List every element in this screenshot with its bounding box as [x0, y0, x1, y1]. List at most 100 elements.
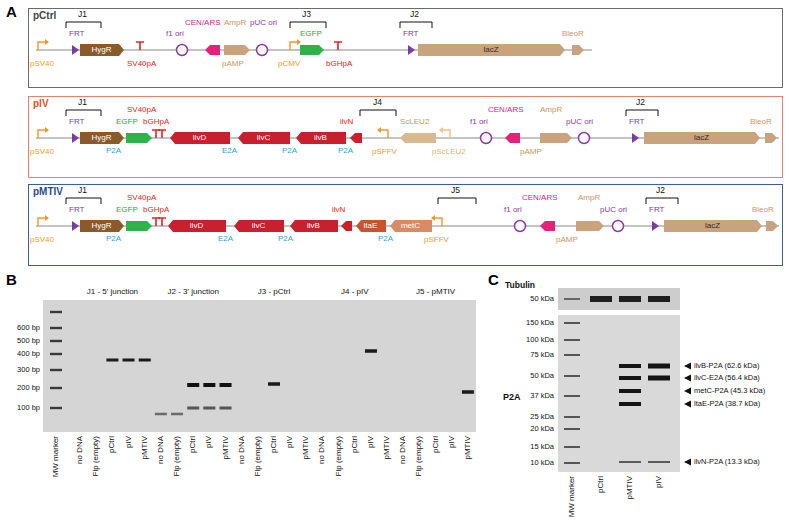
annotation-label: CEN/ARS — [522, 193, 558, 202]
band-pointer — [684, 363, 691, 370]
annotation-label: J4 - pIV — [341, 287, 369, 296]
lane-label: pCtrl — [107, 436, 117, 453]
p2a-blot — [558, 315, 680, 472]
bleor-arrow — [766, 221, 778, 231]
annotation-label: 20 kDa — [530, 425, 554, 434]
annotation-label: BleoR — [562, 29, 584, 38]
junction-bracket — [438, 198, 476, 204]
lane-label: Flp (empty) — [91, 436, 101, 476]
gene-arrow: HygR — [80, 220, 124, 232]
terminator-symbol — [152, 130, 160, 138]
gene-name: HygR — [91, 46, 111, 54]
annotation-label: 100 kDa — [526, 336, 554, 345]
lane-label: Flp (empty) — [414, 436, 424, 476]
gene-name: ilvD — [193, 134, 206, 142]
gene-arrow-fill — [356, 220, 386, 232]
ladder-band — [50, 340, 62, 342]
lane-label: pMTIV — [463, 436, 473, 460]
promoter-head — [297, 39, 301, 45]
promoter-arrow — [38, 218, 45, 226]
gene-name: ilvC — [257, 134, 270, 142]
gene-arrow: ilvD — [168, 220, 226, 232]
annotation-label: 50 kDa — [530, 372, 554, 381]
promoter-head — [377, 127, 381, 133]
annotation-label: P2A — [503, 392, 521, 402]
annotation-label: J1 — [78, 98, 87, 108]
blot-band — [619, 364, 641, 368]
frt-site — [652, 221, 659, 231]
lane-label: pCtrl — [596, 476, 606, 493]
promoter-head — [431, 215, 435, 221]
ladder-band — [50, 369, 62, 371]
marker-band — [564, 446, 580, 448]
lane-label: pIV — [124, 436, 134, 448]
construct-name: pCtrl — [33, 10, 56, 21]
lane-label: pIV — [285, 436, 295, 448]
annotation-label: FRT — [649, 205, 664, 214]
annotation-label: ilvC-E2A (56.4 kDa) — [694, 374, 760, 383]
lane-label: pCtrl — [188, 436, 198, 453]
promoter-head — [45, 39, 49, 45]
terminator-symbol — [158, 130, 166, 138]
gene-arrow-fill — [296, 132, 346, 144]
blot-band — [648, 296, 670, 302]
annotation-label: pScLEU2 — [432, 147, 466, 156]
annotation-label: AmpR — [540, 105, 562, 114]
lane-label: pIV — [366, 436, 376, 448]
lane-label: no DNA — [75, 436, 85, 464]
panel-letter: C — [488, 271, 499, 288]
gene-arrow-fill — [80, 132, 124, 144]
annotation-label: J1 - 5' junction — [87, 287, 138, 296]
terminator-symbol — [136, 42, 144, 50]
junction-bracket — [626, 110, 658, 116]
annotation-label: ilvN — [332, 205, 345, 214]
egfp-arrow — [126, 221, 152, 231]
marker-band — [564, 395, 580, 397]
annotation-label: bGHpA — [326, 59, 352, 68]
annotation-label: 600 bp — [17, 324, 40, 333]
annotation-label: P2A — [278, 234, 293, 243]
annotation-label: f1 ori — [166, 29, 184, 38]
annotation-label: SV40pA — [127, 59, 156, 68]
annotation-label: bGHpA — [143, 117, 169, 126]
gene-arrow-fill — [170, 132, 230, 144]
gel-band — [268, 382, 280, 386]
lane-label: pCtrl — [350, 436, 360, 453]
gene-arrow: ilvC — [238, 132, 290, 144]
scleu2-arrow — [400, 133, 436, 143]
annotation-label: FRT — [403, 29, 418, 38]
annotation-label: BleoR — [750, 117, 772, 126]
annotation-label: pAMP — [222, 59, 244, 68]
marker-band — [564, 339, 580, 341]
gene-name: ilvB — [307, 222, 320, 230]
annotation-label: P2A — [338, 146, 353, 155]
ars-arrow — [205, 45, 220, 55]
lane-label: pIV — [447, 436, 457, 448]
agarose-gel — [43, 300, 476, 432]
gel-band — [365, 349, 377, 353]
annotation-label: P2A — [106, 146, 121, 155]
blot-band — [590, 296, 612, 302]
gene-arrow: HygR — [80, 132, 124, 144]
junction-bracket — [646, 198, 678, 204]
gene-arrow-fill — [664, 220, 762, 232]
lane-label: Flp (empty) — [172, 436, 182, 476]
lane-label: pMTIV — [221, 436, 231, 460]
marker-band — [564, 322, 580, 324]
annotation-label: J1 — [78, 10, 87, 20]
egfp-arrow — [126, 133, 152, 143]
gene-name: lacZ — [694, 134, 709, 142]
ampr-arrow — [224, 45, 250, 55]
annotation-label: ilvB-P2A (62.6 kDa) — [694, 362, 759, 371]
annotation-label: pAMP — [520, 147, 542, 156]
bleor-arrow — [572, 45, 584, 55]
marker-band — [564, 375, 580, 377]
ori-circle — [481, 133, 492, 144]
annotation-label: FRT — [629, 117, 644, 126]
panel-letter: A — [6, 3, 17, 20]
annotation-label: CEN/ARS — [488, 105, 524, 114]
ars-arrow — [540, 221, 555, 231]
annotation-label: pCMV — [278, 59, 300, 68]
annotation-label: J5 — [451, 186, 460, 196]
